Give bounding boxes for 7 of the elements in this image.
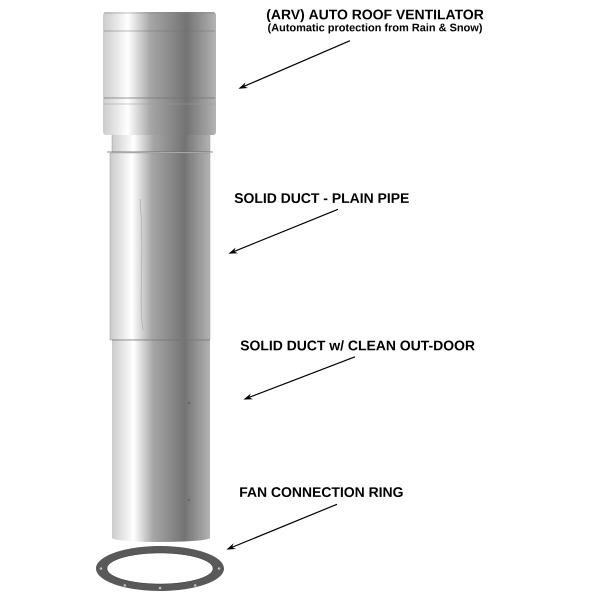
part-label: SOLID DUCT w/ CLEAN OUT-DOOR (240, 340, 475, 351)
part-label: SOLID DUCT - PLAIN PIPE (234, 193, 409, 204)
part-label: (ARV) AUTO ROOF VENTILATOR (Automatic protection from Rain & Snow) (266, 9, 484, 34)
clean-out-pipe-drawing (112, 340, 210, 542)
roof-ventilator-drawing (103, 12, 216, 152)
connection-ring-drawing (96, 546, 224, 591)
part-label: FAN CONNECTION RING (240, 487, 403, 498)
